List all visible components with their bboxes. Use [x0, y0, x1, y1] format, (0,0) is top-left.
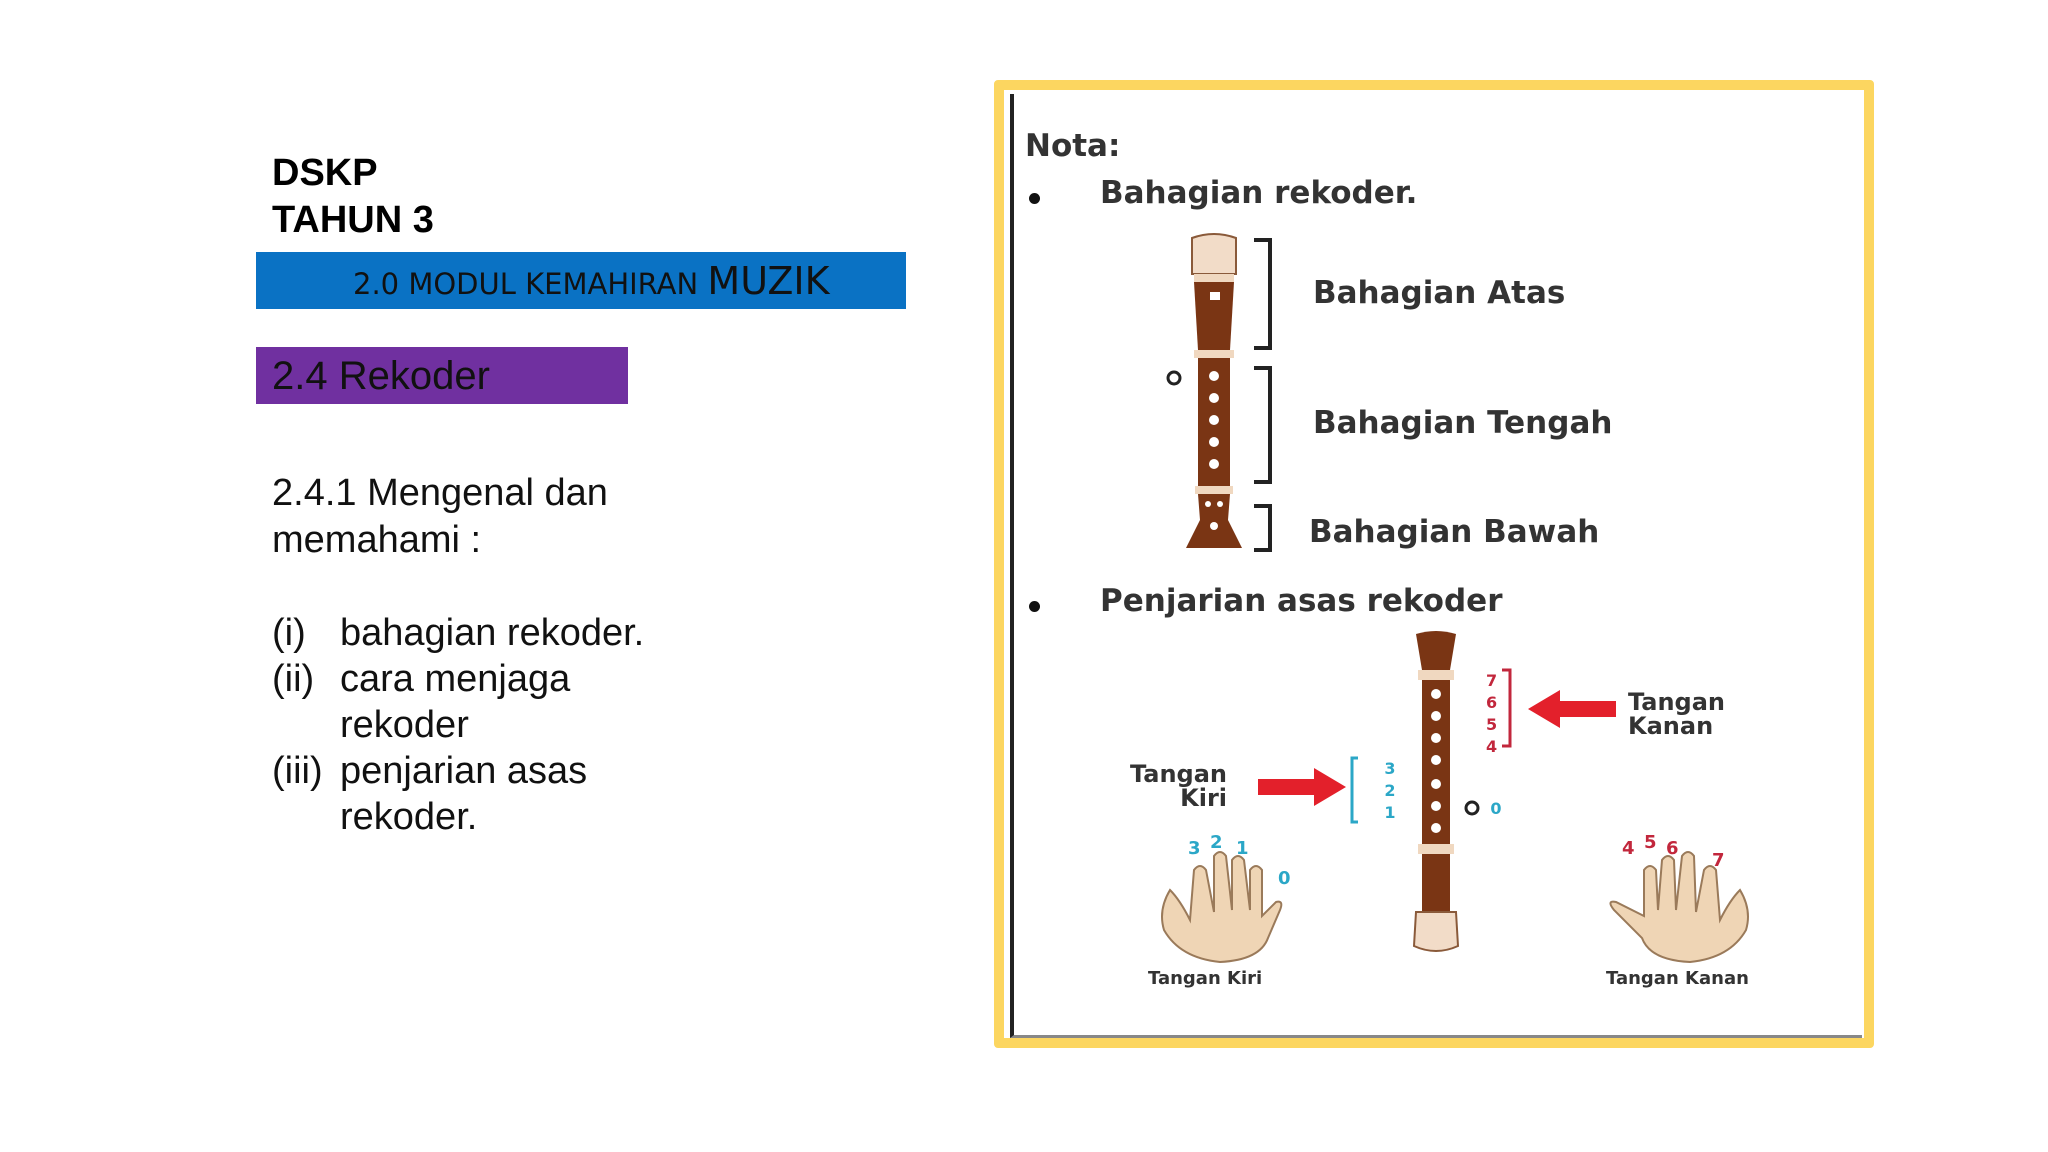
- list-item-text: penjarian asas: [340, 750, 588, 792]
- module-banner: [256, 252, 906, 309]
- right-finger-numbers: 7 6 5 4: [1486, 671, 1497, 756]
- label-right-hand: Tangan Kanan: [1628, 690, 1725, 738]
- header-tahun: TAHUN 3: [272, 199, 434, 241]
- finger-number: 4: [1486, 737, 1497, 756]
- finger-number: 5: [1644, 832, 1657, 853]
- finger-number: 2: [1210, 832, 1223, 853]
- finger-number: 5: [1486, 715, 1497, 734]
- section-fingering: Penjarian asas rekoder: [1100, 583, 1503, 619]
- finger-number: 7: [1712, 850, 1725, 871]
- left-finger-numbers: 3 2 1: [1350, 756, 1396, 824]
- right-hand-illustration: 4 5 6 7: [1609, 832, 1749, 964]
- figure-nota: Nota:: [1025, 128, 1121, 164]
- label-line: Kiri: [1180, 784, 1228, 812]
- list-item-text: bahagian rekoder.: [340, 612, 645, 654]
- arrow-left-icon: [1528, 690, 1616, 728]
- finger-number: 7: [1486, 671, 1497, 690]
- finger-number: 4: [1622, 838, 1635, 859]
- topic-title: 2.4 Rekoder: [272, 354, 490, 398]
- list-item-text: cara menjaga: [340, 658, 571, 700]
- label-left-hand: Tangan Kiri: [1130, 762, 1227, 810]
- list-item-number: (iii): [272, 750, 323, 792]
- finger-number: 6: [1666, 838, 1679, 859]
- recorder-parts-illustration: [1166, 233, 1272, 552]
- finger-number: 6: [1486, 693, 1497, 712]
- label-middle-part: Bahagian Tengah: [1313, 405, 1613, 441]
- recorder-icon: [1186, 233, 1242, 548]
- module-title-emphasis: MUZIK: [707, 259, 830, 303]
- list-item-number: (ii): [272, 658, 315, 700]
- recorder-fingering-illustration: [1412, 631, 1512, 952]
- list-item-number: (i): [272, 612, 306, 654]
- label-top-part: Bahagian Atas: [1313, 275, 1566, 311]
- standard-line-2: memahami :: [272, 519, 482, 561]
- section-recorder-parts: Bahagian rekoder.: [1100, 175, 1418, 211]
- hand-icon: [1609, 851, 1749, 964]
- finger-number: 2: [1384, 781, 1395, 800]
- svg-text:0: 0: [1490, 799, 1501, 818]
- module-title-prefix: 2.0 MODUL KEMAHIRAN: [353, 267, 708, 301]
- label-line: Tangan: [1628, 688, 1726, 716]
- recorder-icon: [1412, 631, 1460, 952]
- list-item-text: rekoder: [340, 704, 469, 746]
- finger-number: 1: [1384, 803, 1395, 822]
- arrow-right-icon: [1258, 768, 1346, 806]
- label-line: Kanan: [1628, 712, 1714, 740]
- left-hand-illustration: 3 2 1 0: [1161, 832, 1291, 964]
- header-dskp: DSKP: [272, 152, 378, 194]
- bullet-icon: [1029, 193, 1040, 204]
- thumb-hole-icon: [1166, 370, 1182, 386]
- caption-right-hand: Tangan Kanan: [1606, 968, 1749, 989]
- bracket-icons: [1254, 238, 1272, 552]
- list-item-text: rekoder.: [340, 796, 478, 838]
- standard-line-1: 2.4.1 Mengenal dan: [272, 472, 608, 514]
- label-bottom-part: Bahagian Bawah: [1309, 514, 1600, 550]
- finger-number: 1: [1236, 838, 1249, 859]
- finger-number: 3: [1188, 838, 1201, 859]
- finger-number: 0: [1278, 868, 1291, 889]
- topic-banner: [256, 347, 628, 404]
- finger-number: 3: [1384, 759, 1395, 778]
- thumb-number: 0: [1490, 799, 1501, 818]
- bullet-icon: [1029, 601, 1040, 612]
- label-line: Tangan: [1130, 760, 1228, 788]
- module-title: 2.0 MODUL KEMAHIRAN MUZIK: [353, 258, 830, 307]
- hand-icon: [1161, 851, 1283, 964]
- caption-left-hand: Tangan Kiri: [1148, 968, 1263, 989]
